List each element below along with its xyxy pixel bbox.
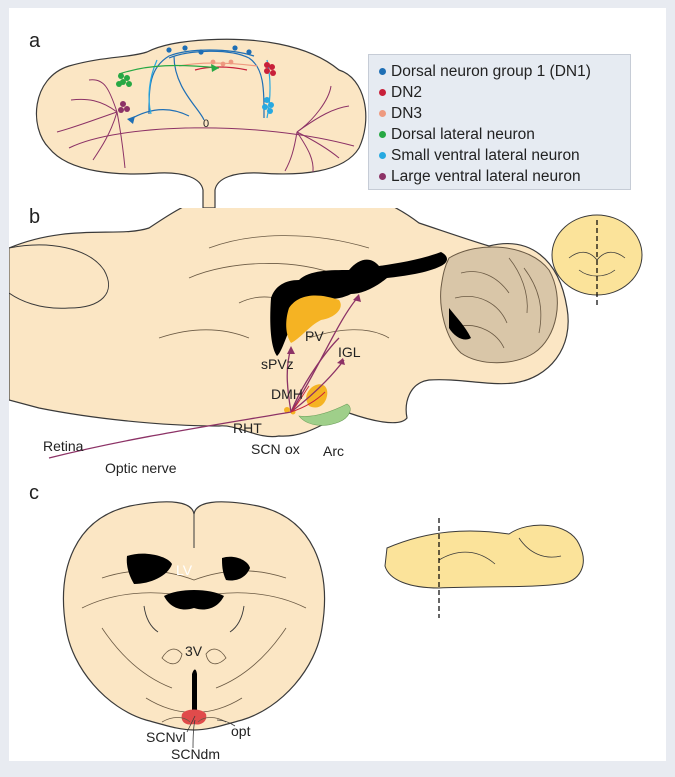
label-3v: 3V: [185, 643, 203, 659]
legend-label: DN3: [391, 105, 422, 123]
coronal-thumbnail: [552, 215, 642, 308]
legend-label: DN2: [391, 84, 422, 102]
label-igl: IGL: [338, 344, 361, 360]
label-pv: PV: [305, 328, 324, 344]
label-ox: ox: [285, 441, 300, 457]
third-ventricle: [192, 670, 197, 716]
label-rht: RHT: [233, 420, 262, 436]
label-spvz: sPVz: [261, 356, 294, 372]
legend-label: Small ventral lateral neuron: [391, 147, 580, 165]
fly-brain-outline: [36, 39, 365, 208]
legend-item: DN2: [379, 82, 630, 103]
label-retina: Retina: [43, 438, 84, 454]
legend-swatch: [379, 68, 386, 75]
legend-item: Small ventral lateral neuron: [379, 145, 630, 166]
legend-swatch: [379, 131, 386, 138]
scn-nucleus: [182, 710, 207, 725]
legend-swatch: [379, 173, 386, 180]
marker-zero: 0: [203, 118, 209, 130]
legend-label: Dorsal neuron group 1 (DN1): [391, 63, 591, 81]
sagittal-thumbnail: [385, 518, 583, 618]
label-scndm: SCNdm: [171, 746, 220, 762]
legend-swatch: [379, 89, 386, 96]
legend-item: Dorsal neuron group 1 (DN1): [379, 61, 630, 82]
mouse-brain-sagittal-diagram: PV sPVz IGL DMH RHT Retina SCN ox Arc Op…: [9, 208, 666, 478]
label-optic-nerve: Optic nerve: [105, 460, 177, 476]
legend-swatch: [379, 110, 386, 117]
legend-item: Dorsal lateral neuron: [379, 124, 630, 145]
legend: Dorsal neuron group 1 (DN1) DN2 DN3 Dors…: [368, 54, 631, 190]
mouse-brain-coronal-diagram: LV 3V SCNvl SCNdm opt: [9, 486, 666, 766]
legend-label: Large ventral lateral neuron: [391, 168, 581, 186]
legend-swatch: [379, 152, 386, 159]
label-scn: SCN: [251, 441, 281, 457]
label-dmh: DMH: [271, 386, 303, 402]
legend-item: Large ventral lateral neuron: [379, 166, 630, 187]
figure: a: [9, 8, 666, 761]
label-scnvl: SCNvl: [146, 729, 186, 745]
legend-item: DN3: [379, 103, 630, 124]
label-lv: LV: [176, 562, 193, 578]
label-arc: Arc: [323, 443, 344, 459]
legend-label: Dorsal lateral neuron: [391, 126, 535, 144]
